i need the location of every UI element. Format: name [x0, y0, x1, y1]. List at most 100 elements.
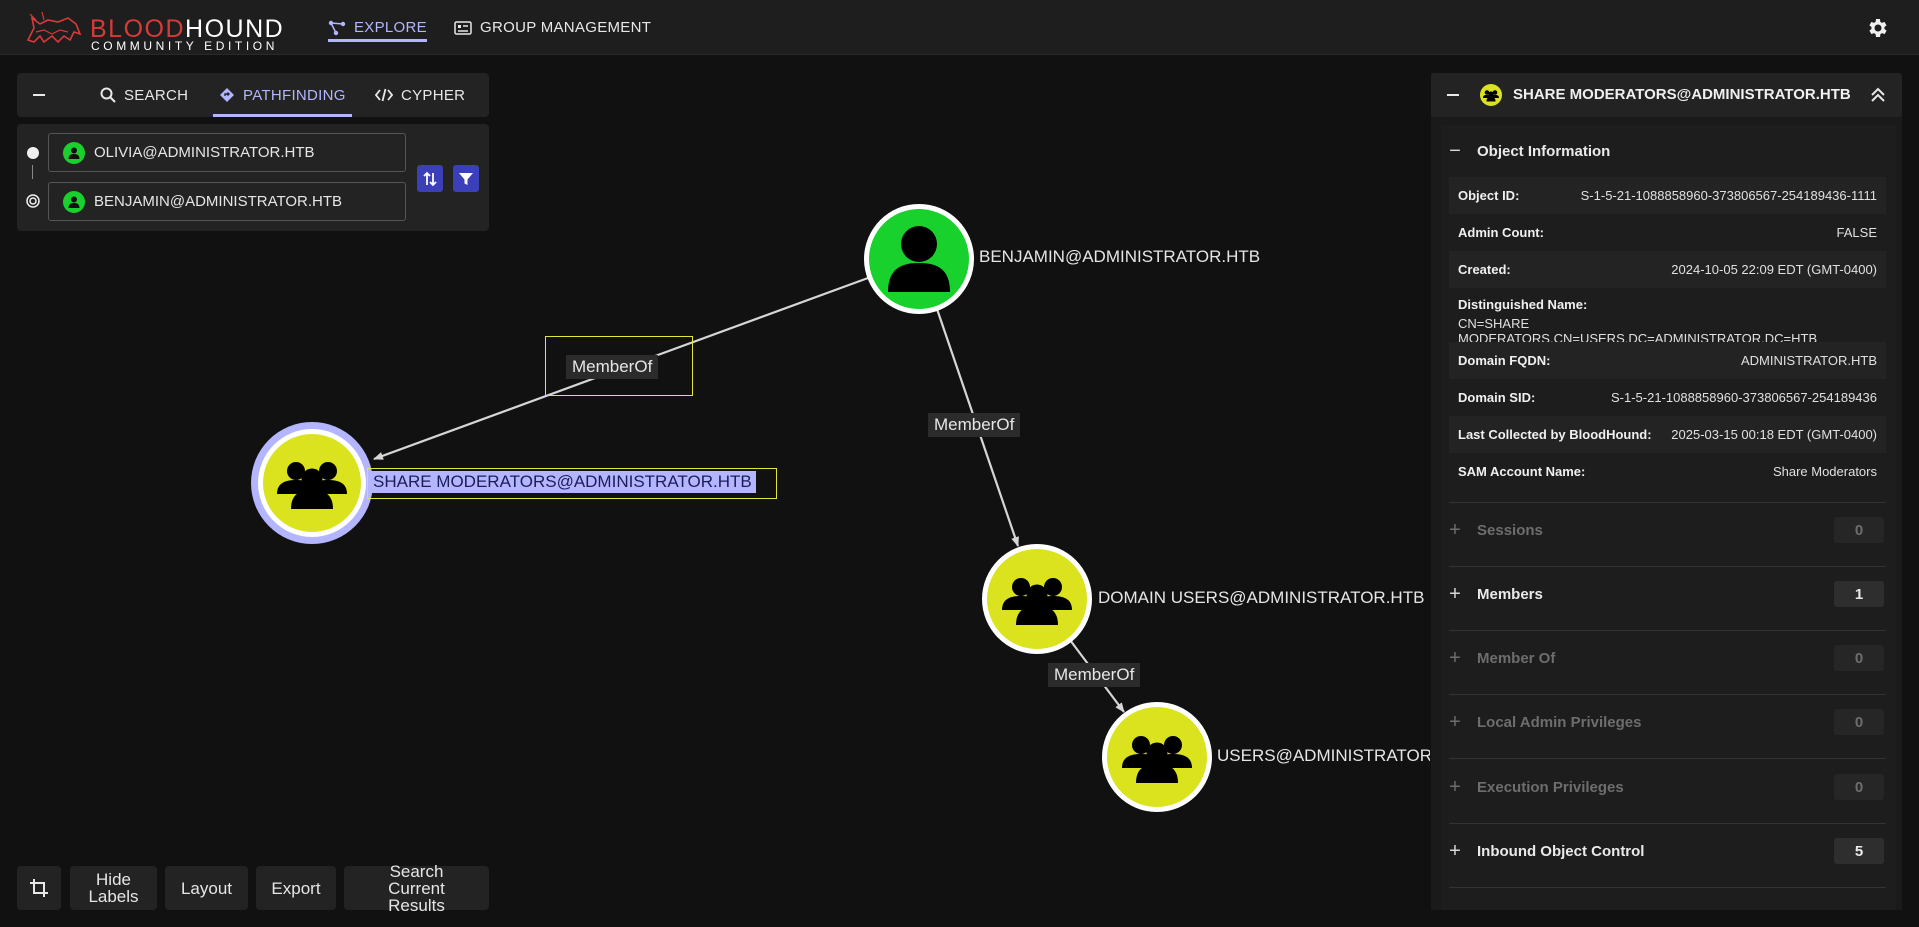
row-distinguished-name: Distinguished Name:CN=SHARE MODERATORS,C… [1458, 297, 1818, 346]
plus-icon: + [1449, 582, 1461, 605]
tab-search-label: SEARCH [124, 86, 189, 104]
path-connector [32, 165, 33, 179]
user-icon [63, 190, 85, 213]
row-created: Created:2024-10-05 22:09 EDT (GMT-0400) [1449, 251, 1886, 288]
divider [1449, 887, 1886, 888]
group-node-icon [1480, 84, 1502, 106]
search-panel: SEARCH PATHFINDING CYPHER [17, 73, 489, 117]
graph-edges [251, 204, 1212, 812]
section-member-of[interactable]: + Member Of 0 [1441, 632, 1892, 684]
plus-icon: + [1449, 775, 1461, 798]
entity-info-panel: SHARE MODERATORS@ADMINISTRATOR.HTB − Obj… [1431, 73, 1902, 910]
node-benjamin[interactable] [864, 204, 974, 314]
search-current-results-button[interactable]: Search Current Results [344, 863, 489, 914]
swap-nodes-button[interactable] [417, 165, 443, 192]
end-node-input[interactable]: BENJAMIN@ADMINISTRATOR.HTB [48, 182, 406, 221]
group-management-icon [454, 20, 472, 35]
hide-labels-button[interactable]: Hide Labels [70, 866, 157, 910]
section-object-information-title: Object Information [1477, 142, 1611, 160]
swap-arrows-icon [423, 171, 437, 186]
collapse-entity-panel-button[interactable] [1445, 86, 1461, 104]
members-count-badge: 1 [1834, 581, 1884, 607]
node-label-selection-box [367, 468, 777, 499]
section-members[interactable]: + Members 1 [1441, 568, 1892, 620]
plus-icon: + [1449, 710, 1461, 733]
export-button[interactable]: Export [256, 866, 336, 910]
entity-panel-body: − Object Information Object ID:S-1-5-21-… [1441, 125, 1896, 910]
member-of-count-badge: 0 [1834, 645, 1884, 671]
section-object-information[interactable]: − Object Information [1441, 125, 1892, 177]
plus-icon: + [1449, 839, 1461, 862]
nav-explore[interactable]: EXPLORE [328, 0, 427, 55]
hound-logo-icon [26, 11, 82, 44]
pathfinding-panel: OLIVIA@ADMINISTRATOR.HTB BENJAMIN@ADMINI… [17, 124, 489, 231]
start-node-value: OLIVIA@ADMINISTRATOR.HTB [94, 144, 315, 161]
code-icon [375, 88, 393, 102]
edge-label-memberof-1[interactable]: MemberOf [566, 355, 659, 379]
node-label-benjamin[interactable]: BENJAMIN@ADMINISTRATOR.HTB [979, 247, 1261, 266]
tab-cypher-label: CYPHER [401, 86, 466, 104]
end-node-value: BENJAMIN@ADMINISTRATOR.HTB [94, 193, 343, 210]
execution-count-badge: 0 [1834, 774, 1884, 800]
layout-button[interactable]: Layout [165, 866, 248, 910]
entity-panel-title: SHARE MODERATORS@ADMINISTRATOR.HTB [1513, 86, 1851, 103]
edge-label-memberof-3[interactable]: MemberOf [1048, 663, 1141, 687]
divider [1449, 823, 1886, 824]
edge-label-selection-box [545, 336, 693, 396]
row-admin-count: Admin Count:FALSE [1458, 225, 1877, 240]
node-share-moderators[interactable] [251, 422, 373, 544]
search-current-results-label: Search Current Results [388, 861, 445, 915]
tab-cypher[interactable]: CYPHER [375, 73, 465, 117]
logo-wordmark: BLOODHOUND [90, 15, 285, 43]
section-local-admin-privileges[interactable]: + Local Admin Privileges 0 [1441, 696, 1892, 748]
node-domain-users[interactable] [982, 544, 1092, 654]
filter-icon [459, 172, 473, 185]
reset-view-button[interactable] [17, 866, 61, 910]
tab-search[interactable]: SEARCH [100, 73, 188, 117]
row-object-id: Object ID:S-1-5-21-1088858960-373806567-… [1449, 177, 1886, 214]
start-node-dot-icon [27, 147, 39, 159]
search-icon [100, 87, 116, 103]
path-filter-button[interactable] [453, 165, 479, 192]
row-domain-fqdn: Domain FQDN:ADMINISTRATOR.HTB [1449, 342, 1886, 379]
export-label: Export [271, 878, 321, 898]
divider [1449, 502, 1886, 503]
minus-icon: − [1449, 139, 1461, 162]
hide-labels-label: Hide Labels [88, 870, 139, 906]
section-inbound-object-control[interactable]: + Inbound Object Control 5 [1441, 825, 1892, 877]
node-label-users[interactable]: USERS@ADMINISTRATOR.HTB [1217, 746, 1430, 765]
target-node-icon [26, 194, 40, 208]
row-domain-sid: Domain SID:S-1-5-21-1088858960-373806567… [1458, 390, 1877, 405]
nav-group-management-label: GROUP MANAGEMENT [480, 19, 652, 36]
divider [1449, 630, 1886, 631]
chevron-double-up-icon[interactable] [1868, 85, 1888, 105]
local-admin-count-badge: 0 [1834, 709, 1884, 735]
tab-pathfinding[interactable]: PATHFINDING [213, 73, 352, 117]
settings-gear-icon[interactable] [1865, 16, 1889, 40]
layout-label: Layout [180, 878, 233, 898]
plus-icon: + [1449, 646, 1461, 669]
user-icon [63, 141, 85, 164]
bloodhound-logo[interactable]: BLOODHOUND COMMUNITY EDITION [24, 10, 283, 53]
section-sessions[interactable]: + Sessions 0 [1441, 504, 1892, 556]
divider [1449, 758, 1886, 759]
row-last-collected: Last Collected by BloodHound:2025-03-15 … [1449, 416, 1886, 453]
top-bar: BLOODHOUND COMMUNITY EDITION EXPLORE GRO… [0, 0, 1919, 55]
logo-subtitle: COMMUNITY EDITION [91, 39, 278, 53]
node-label-domain-users[interactable]: DOMAIN USERS@ADMINISTRATOR.HTB [1098, 588, 1425, 607]
section-execution-privileges[interactable]: + Execution Privileges 0 [1441, 761, 1892, 813]
collapse-search-button[interactable] [31, 86, 47, 104]
plus-icon: + [1449, 518, 1461, 541]
start-node-input[interactable]: OLIVIA@ADMINISTRATOR.HTB [48, 133, 406, 172]
pathfinding-icon [220, 88, 234, 102]
divider [1449, 694, 1886, 695]
row-sam-account-name: SAM Account Name:Share Moderators [1458, 464, 1877, 479]
node-users[interactable] [1102, 702, 1212, 812]
entity-panel-header: SHARE MODERATORS@ADMINISTRATOR.HTB [1431, 73, 1902, 117]
divider [1449, 566, 1886, 567]
graph-canvas[interactable]: MemberOf MemberOf MemberOf BENJAMIN@ADMI… [0, 56, 1430, 927]
nav-group-management[interactable]: GROUP MANAGEMENT [454, 0, 651, 55]
inbound-count-badge: 5 [1834, 838, 1884, 864]
edge-label-memberof-2[interactable]: MemberOf [928, 413, 1021, 437]
node-label-share-moderators[interactable]: SHARE MODERATORS@ADMINISTRATOR.HTB [369, 471, 756, 493]
